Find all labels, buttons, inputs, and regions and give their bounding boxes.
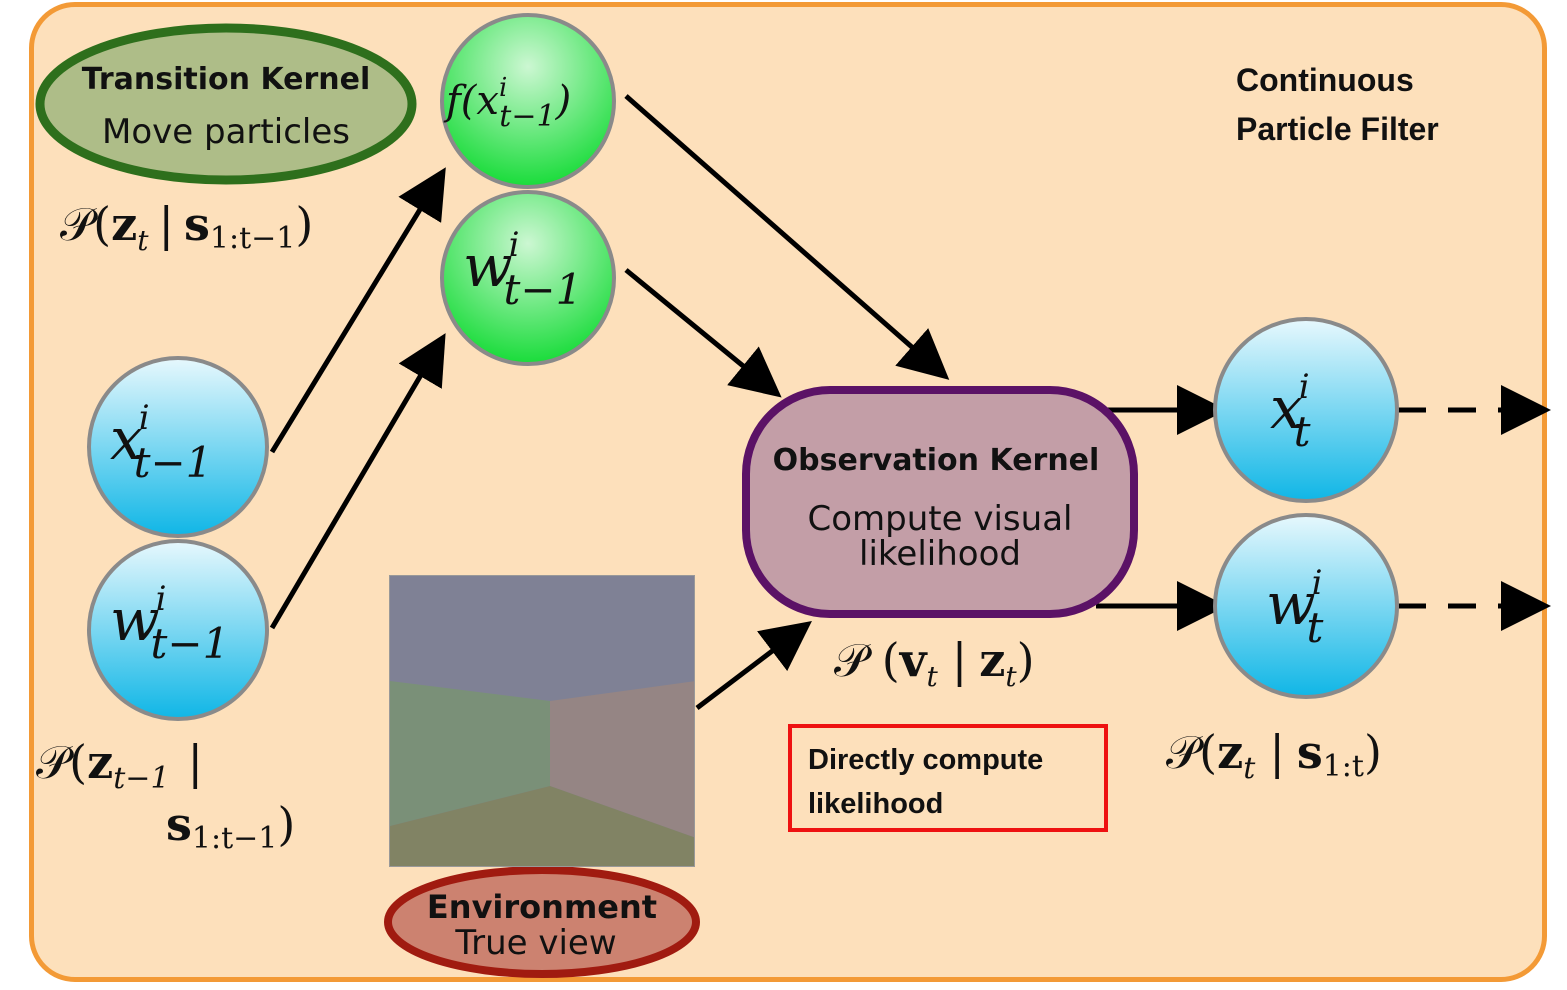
observation-kernel-sub2: likelihood [859, 534, 1021, 574]
svg-text:wit−1: wit−1 [463, 225, 582, 314]
note-line1: Directly compute [808, 744, 1044, 776]
title-line1: Continuous [1236, 62, 1414, 98]
svg-text:xit−1: xit−1 [110, 398, 212, 487]
svg-text:𝒫(zt|s1:t−1): 𝒫(zt|s1:t−1) [60, 197, 313, 257]
posterior-probability: 𝒫(zt|s1:t) [1166, 725, 1382, 786]
environment-label: Environment True view [384, 866, 700, 978]
transition-probability: 𝒫(zt|s1:t−1) [60, 197, 313, 257]
note-box: Directly compute likelihood [788, 724, 1108, 832]
svg-text:s1:t−1): s1:t−1) [166, 797, 295, 856]
arrow-x-to-f [269, 167, 446, 454]
svg-text:wit−1: wit−1 [110, 579, 229, 668]
svg-text:𝒫(zt−1|: 𝒫(zt−1| [36, 735, 203, 796]
transition-kernel-sub: Move particles [102, 112, 350, 152]
observation-kernel: Observation Kernel Compute visual likeli… [742, 386, 1138, 618]
svg-text:𝒫 (vt|zt): 𝒫 (vt|zt) [834, 633, 1035, 693]
arrow-env-to-obs [695, 620, 812, 710]
svg-text:𝒫(zt|s1:t): 𝒫(zt|s1:t) [1166, 725, 1382, 786]
transition-kernel: Transition Kernel Move particles [35, 23, 417, 185]
environment-heading: Environment [427, 888, 657, 926]
svg-text:f(xit−1): f(xit−1) [443, 73, 571, 134]
observation-kernel-heading: Observation Kernel [773, 443, 1100, 478]
observation-kernel-sub1: Compute visual [808, 499, 1073, 539]
title-line2: Particle Filter [1236, 111, 1439, 147]
environment-true-view-image [389, 575, 695, 867]
note-line2: likelihood [808, 788, 944, 820]
observation-probability: 𝒫 (vt|zt) [834, 633, 1035, 693]
environment-sub: True view [454, 923, 616, 963]
arrow-w-to-obs [624, 268, 782, 398]
arrows [269, 94, 1551, 710]
svg-text:wit: wit [1266, 563, 1324, 652]
arrow-f-to-obs [624, 94, 950, 380]
arrow-w-to-w [269, 333, 446, 630]
svg-text:xit: xit [1270, 367, 1311, 456]
prior-probability: 𝒫(zt−1| s1:t−1) [36, 735, 295, 856]
transition-kernel-heading: Transition Kernel [82, 62, 371, 97]
diagram-title: Continuous Particle Filter [1236, 56, 1439, 154]
